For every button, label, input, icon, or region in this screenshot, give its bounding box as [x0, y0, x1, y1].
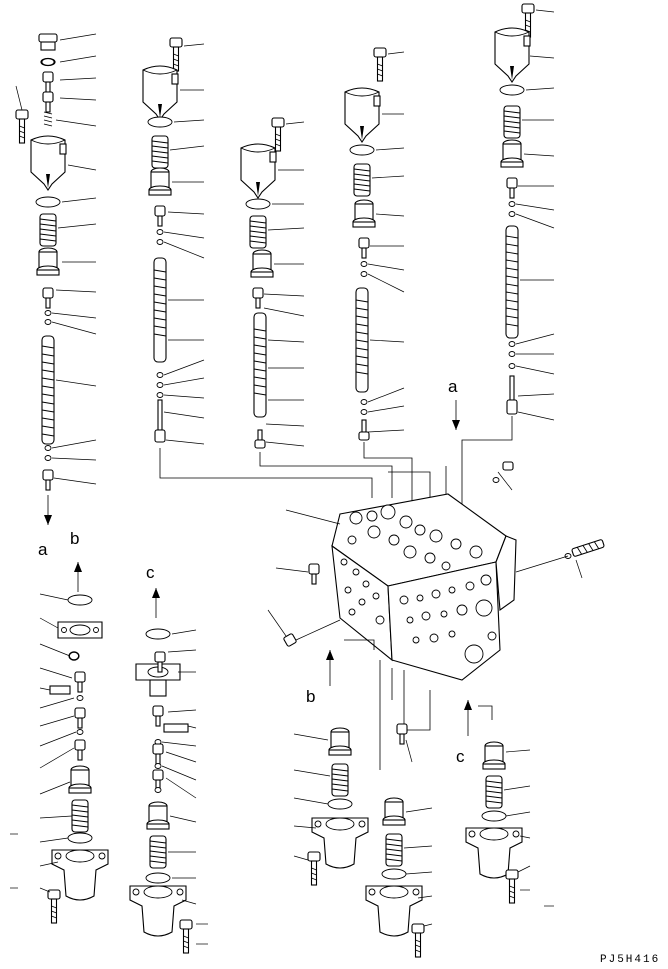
small-spring-icon	[43, 111, 53, 127]
figure-code: PJ5H416	[600, 954, 660, 966]
column-b-parts	[47, 594, 109, 924]
column-5-parts	[494, 3, 535, 415]
arrow-down-icon	[43, 494, 53, 526]
column-4-parts	[344, 47, 387, 441]
column-c-parts	[129, 628, 193, 954]
leader-lines-2	[163, 43, 205, 445]
leader-lines-4	[367, 51, 405, 433]
callout-a-top: a	[38, 540, 48, 559]
spool-icon	[41, 335, 55, 445]
leader-lines-5	[515, 9, 555, 421]
callout-b-bottom: b	[306, 687, 315, 706]
valve-cap-icon	[30, 135, 67, 191]
leader-lines-3	[263, 121, 305, 447]
flange-cover-icon	[57, 621, 103, 639]
lower-right-parts	[307, 723, 523, 958]
callout-c-top: c	[146, 563, 155, 582]
callout-a-bottom: a	[448, 377, 458, 396]
bolt-icon	[15, 109, 29, 144]
leader-lines-c	[161, 629, 208, 945]
column-1-parts	[15, 33, 67, 526]
column-3-parts	[240, 117, 285, 449]
leader-lines-lower	[293, 733, 554, 927]
leader-lines-body	[267, 471, 583, 641]
spring-icon	[39, 213, 57, 247]
column-2-parts	[142, 37, 183, 443]
control-valve-body-icon	[283, 461, 605, 681]
o-ring-icon	[35, 196, 61, 208]
callout-c-bottom: c	[456, 747, 465, 766]
leader-lines-b	[10, 593, 77, 893]
leader-lines	[15, 33, 97, 485]
plug-icon	[38, 33, 58, 51]
callout-b-top: b	[70, 529, 79, 548]
